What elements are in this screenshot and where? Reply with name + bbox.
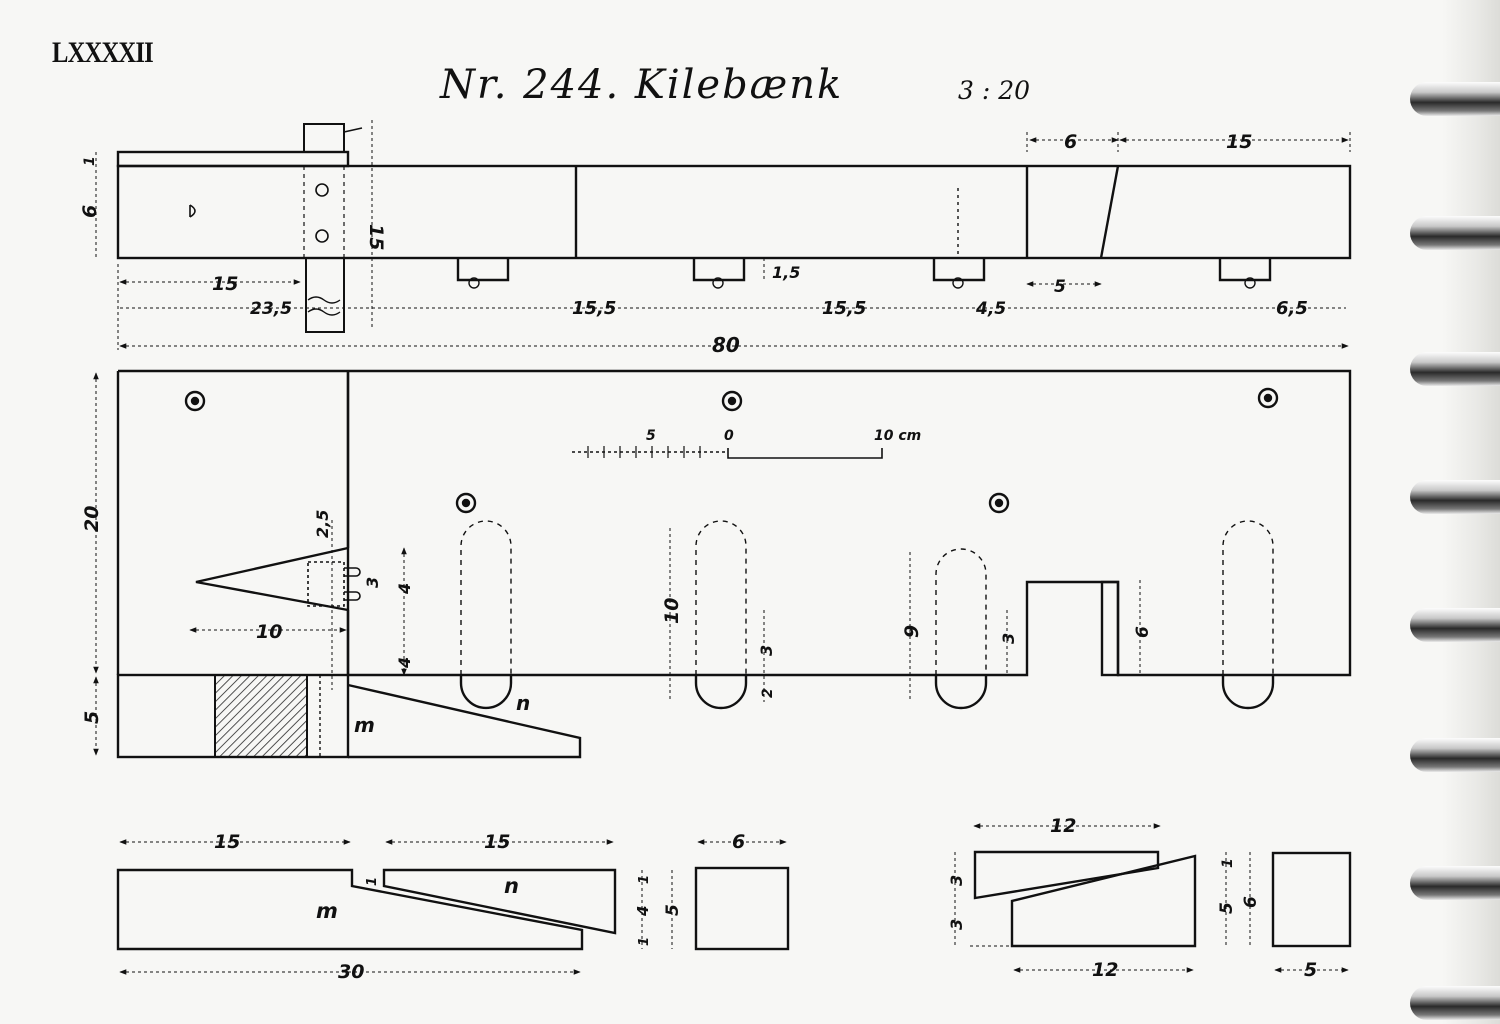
plan-outline (118, 369, 1352, 677)
plan-view (116, 369, 1352, 759)
detail-wedge-n (382, 868, 617, 935)
dim-wedge2-left-a: 3 (947, 875, 966, 886)
dim-side-height: 6 (79, 205, 101, 218)
dim-wedge-side: 4 (395, 583, 414, 595)
label-detail-n: n (504, 874, 519, 898)
dim-wedge2-r6: 6 (1241, 896, 1261, 908)
label-detail-m: m (316, 899, 338, 923)
dim-wedge-length: 10 (256, 621, 282, 643)
detail-block-5 (1271, 851, 1352, 948)
dim-notch: 6 (1133, 626, 1153, 638)
label-plan-m: m (354, 713, 375, 737)
dim-chain-3: 15,5 (822, 298, 866, 319)
dim-detail-right-top: 15 (484, 831, 510, 853)
binder-ring (1410, 480, 1500, 514)
dim-gap: 5 (1054, 277, 1066, 297)
scale-label-zero: 0 (724, 428, 734, 444)
dim-slot-b-pos: 3 (999, 633, 1018, 644)
dim-wedge-low: 4 (395, 657, 414, 669)
dim-detail-total: 30 (338, 961, 364, 983)
dim-detail-h5: 5 (663, 904, 683, 916)
dim-wedge-top: 2,5 (313, 510, 332, 538)
detail-wedge2-bottom (1010, 854, 1197, 948)
plate-number: LXXXXII (52, 36, 154, 69)
dim-wedge2-top: 12 (1050, 815, 1076, 837)
dim-top-a: 6 (1064, 131, 1077, 153)
dim-detail-h1-top: 1 (637, 875, 652, 884)
binder-ring (1410, 608, 1500, 642)
detail-parts (116, 850, 1352, 951)
dim-top-b: 15 (1226, 131, 1252, 153)
scale-bar (572, 446, 883, 459)
dim-chain-5: 6,5 (1276, 298, 1308, 319)
dim-block1-width: 6 (732, 831, 745, 853)
dim-slot-b: 9 (901, 625, 923, 638)
dim-plan-height: 20 (81, 506, 103, 532)
dim-slot-a-low: 2 (760, 688, 776, 698)
binder-ring (1410, 866, 1500, 900)
dim-slot-a: 10 (661, 598, 683, 624)
dim-block2-width: 5 (1304, 959, 1317, 981)
dim-wedge-mid: 3 (363, 577, 382, 588)
side-dimension-lines (95, 120, 1351, 350)
plan-dimension-labels: 20 5 2,5 3 4 4 10 10 3 2 9 3 6 n m (81, 506, 1153, 737)
binder-ring (1410, 986, 1500, 1020)
dim-detail-step: 1 (365, 877, 380, 886)
dim-detail-h1-low: 1 (637, 937, 652, 946)
dim-bottom-left: 15 (212, 273, 238, 295)
detail-block-6 (694, 866, 790, 951)
side-dimension-labels: 6 1 15 6 15 15 1,5 5 23,5 15,5 15,5 4,5 … (79, 131, 1308, 357)
drawing-title: Nr. 244. Kilebænk (440, 62, 844, 108)
dim-peg-height: 1,5 (772, 263, 800, 282)
scale-label-left: 5 (646, 428, 656, 444)
dim-wedge2-left-b: 3 (947, 919, 966, 930)
dim-wedge2-r1: 1 (1220, 858, 1236, 868)
detail-wedge-m (116, 868, 584, 951)
scale-bar-labels: 5 0 10 cm (646, 428, 921, 444)
dim-detail-left-top: 15 (214, 831, 240, 853)
side-top-strip (116, 150, 350, 168)
dim-side-right-height: 15 (365, 224, 387, 250)
scale-label-right: 10 cm (874, 428, 921, 444)
binder-ring (1410, 738, 1500, 772)
dim-wedge2-r5: 5 (1217, 902, 1237, 914)
dim-side-thin: 1 (82, 156, 98, 166)
dim-wedge2-bottom: 12 (1092, 959, 1118, 981)
dim-plan-lower: 5 (81, 711, 103, 724)
binder-ring (1410, 352, 1500, 386)
label-plan-n: n (516, 691, 530, 715)
plan-wedge (195, 546, 349, 612)
side-body (116, 164, 1352, 260)
plan-wedge-m (347, 683, 582, 759)
detail-wedge2-top (973, 850, 1160, 900)
dim-chain-1: 23,5 (250, 299, 292, 319)
dim-detail-h4: 4 (634, 906, 652, 917)
detail-dimension-lines (119, 823, 1349, 975)
dim-slot-a-pos: 3 (757, 645, 776, 656)
dim-chain-4: 4,5 (975, 299, 1006, 319)
binder-ring (1410, 216, 1500, 250)
side-view (116, 123, 1352, 333)
binder-ring (1410, 82, 1500, 116)
drawing-scale: 3 : 20 (958, 76, 1031, 105)
plan-dimension-lines (93, 372, 1141, 756)
dim-chain-2: 15,5 (572, 298, 616, 319)
detail-dimension-labels: 15 15 30 m n 1 1 4 1 5 6 12 12 3 3 1 5 6… (214, 815, 1317, 983)
dim-total-length: 80 (712, 333, 740, 357)
